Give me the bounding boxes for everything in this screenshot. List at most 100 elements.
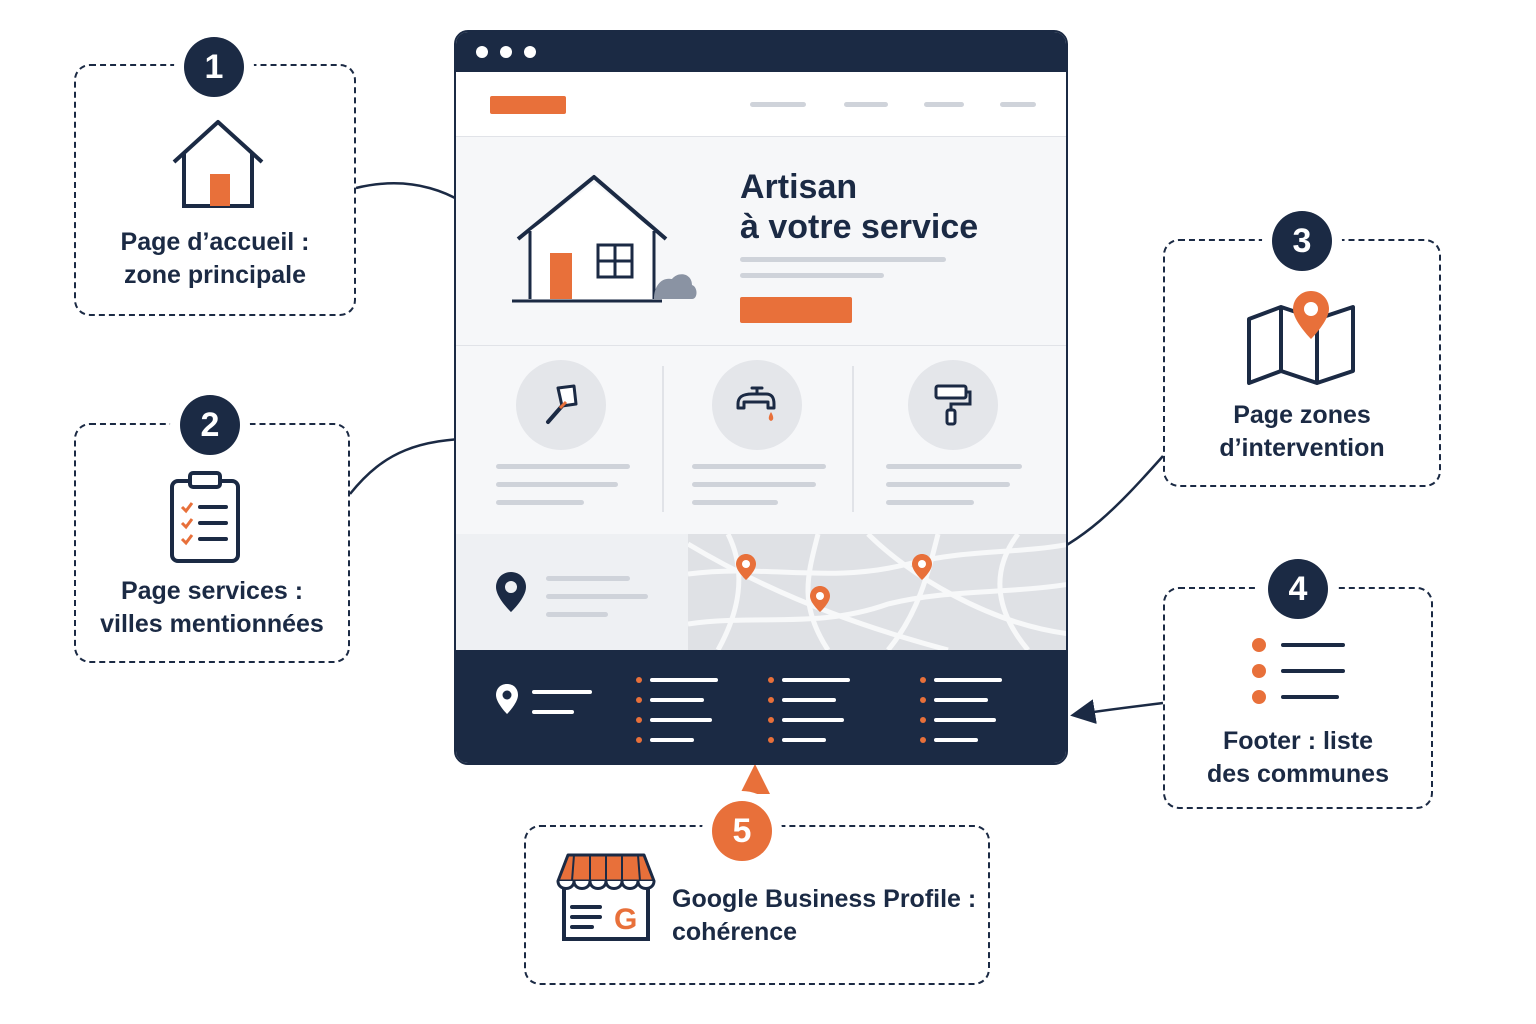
callout-3-line1: Page zones: [1233, 401, 1371, 429]
callout-5-line2: cohérence: [672, 918, 798, 946]
zones-text-line: [546, 612, 608, 617]
footer-bullet: [768, 737, 774, 743]
nav-item: [750, 102, 806, 107]
callout-zones: Page zones d’intervention: [1163, 239, 1441, 487]
hero-title-line2: à votre service: [740, 208, 979, 246]
footer-location-pin-icon: [496, 684, 518, 714]
callout-4-label: Footer : liste des communes: [1165, 725, 1431, 791]
svg-text:G: G: [614, 903, 637, 936]
service-text-line: [496, 464, 630, 469]
hero-title-line1: Artisan: [740, 168, 858, 206]
service-card-2: [712, 360, 802, 450]
browser-titlebar: [456, 32, 1066, 72]
trowel-icon: [546, 384, 578, 424]
callout-2-line2: villes mentionnées: [100, 610, 324, 638]
services-section: [456, 346, 1066, 532]
footer-link-line[interactable]: [782, 698, 836, 702]
nav-item: [1000, 102, 1036, 107]
footer-link-line[interactable]: [650, 678, 718, 682]
house-icon: [172, 120, 264, 208]
website-mockup: Artisan à votre service: [454, 30, 1068, 765]
site-footer: [456, 650, 1066, 763]
service-text-line: [692, 464, 826, 469]
footer-link-line[interactable]: [650, 718, 712, 722]
zones-section: [456, 534, 1066, 650]
step-badge-5: 5: [712, 801, 772, 861]
footer-bullet: [636, 717, 642, 723]
footer-link-line[interactable]: [934, 718, 996, 722]
callout-footer: Footer : liste des communes: [1163, 587, 1433, 809]
service-text-line: [496, 500, 584, 505]
footer-line: [532, 710, 574, 714]
footer-link-line[interactable]: [782, 718, 844, 722]
storefront-google-icon: G: [556, 853, 656, 941]
callout-homepage: Page d’accueil : zone principale: [74, 64, 356, 316]
step-badge-3: 3: [1272, 211, 1332, 271]
location-pin-icon: [496, 572, 526, 612]
nav-item: [844, 102, 888, 107]
bulleted-list-icon: [1252, 638, 1345, 704]
step-badge-2: 2: [180, 395, 240, 455]
footer-link-line[interactable]: [934, 678, 1002, 682]
footer-link-line[interactable]: [934, 738, 978, 742]
footer-link-line[interactable]: [934, 698, 988, 702]
map-pins: [736, 554, 932, 612]
callout-3-label: Page zones d’intervention: [1165, 399, 1439, 465]
footer-bullet: [768, 697, 774, 703]
faucet-icon: [736, 386, 776, 421]
callout-2-label: Page services : villes mentionnées: [76, 575, 348, 641]
callout-services: Page services : villes mentionnées: [74, 423, 350, 663]
hero-section: Artisan à votre service: [456, 137, 1066, 346]
step-badge-1: 1: [184, 37, 244, 97]
footer-bullet: [636, 737, 642, 743]
site-logo: [490, 96, 566, 114]
callout-1-line2: zone principale: [124, 261, 306, 289]
callout-4-line2: des communes: [1206, 760, 1389, 788]
footer-bullet: [636, 697, 642, 703]
service-card-3: [908, 360, 998, 450]
footer-link-line[interactable]: [650, 698, 704, 702]
column-divider: [852, 366, 854, 512]
column-divider: [662, 366, 664, 512]
callout-4-line1: Footer : liste: [1222, 727, 1373, 755]
arrow-4: [1070, 699, 1164, 724]
service-text-line: [886, 500, 974, 505]
window-dot: [500, 46, 512, 58]
service-card-1: [516, 360, 606, 450]
footer-link-line[interactable]: [782, 678, 850, 682]
clipboard-checklist-icon: [170, 471, 240, 563]
footer-bullet: [636, 677, 642, 683]
map-pin-icon: [1247, 291, 1355, 385]
footer-bullet: [920, 697, 926, 703]
map-area: [688, 534, 1066, 650]
service-text-line: [496, 482, 618, 487]
hero-text-line: [740, 273, 884, 278]
hero-cta-button[interactable]: [740, 297, 852, 323]
footer-bullet: [920, 737, 926, 743]
callout-5-line1: Google Business Profile :: [672, 885, 977, 913]
footer-link-line[interactable]: [782, 738, 826, 742]
callout-2-line1: Page services :: [120, 577, 304, 605]
footer-bullet: [768, 677, 774, 683]
callout-1-line1: Page d’accueil :: [120, 228, 310, 256]
hero-house-icon: [512, 175, 697, 303]
footer-line: [532, 690, 592, 694]
zones-text-line: [546, 594, 648, 599]
window-dot: [524, 46, 536, 58]
zones-text-line: [546, 576, 630, 581]
hero-title: Artisan à votre service: [740, 167, 978, 247]
callout-1-label: Page d’accueil : zone principale: [76, 226, 354, 292]
footer-link-line[interactable]: [650, 738, 694, 742]
service-text-line: [692, 482, 816, 487]
window-dot: [476, 46, 488, 58]
footer-bullet: [920, 717, 926, 723]
footer-bullet: [920, 677, 926, 683]
nav-item: [924, 102, 964, 107]
hero-text-line: [740, 257, 946, 262]
footer-bullet: [768, 717, 774, 723]
callout-5-label: Google Business Profile : cohérence: [672, 883, 976, 949]
callout-3-line2: d’intervention: [1219, 434, 1385, 462]
service-text-line: [886, 464, 1022, 469]
service-text-line: [692, 500, 778, 505]
service-text-line: [886, 482, 1010, 487]
